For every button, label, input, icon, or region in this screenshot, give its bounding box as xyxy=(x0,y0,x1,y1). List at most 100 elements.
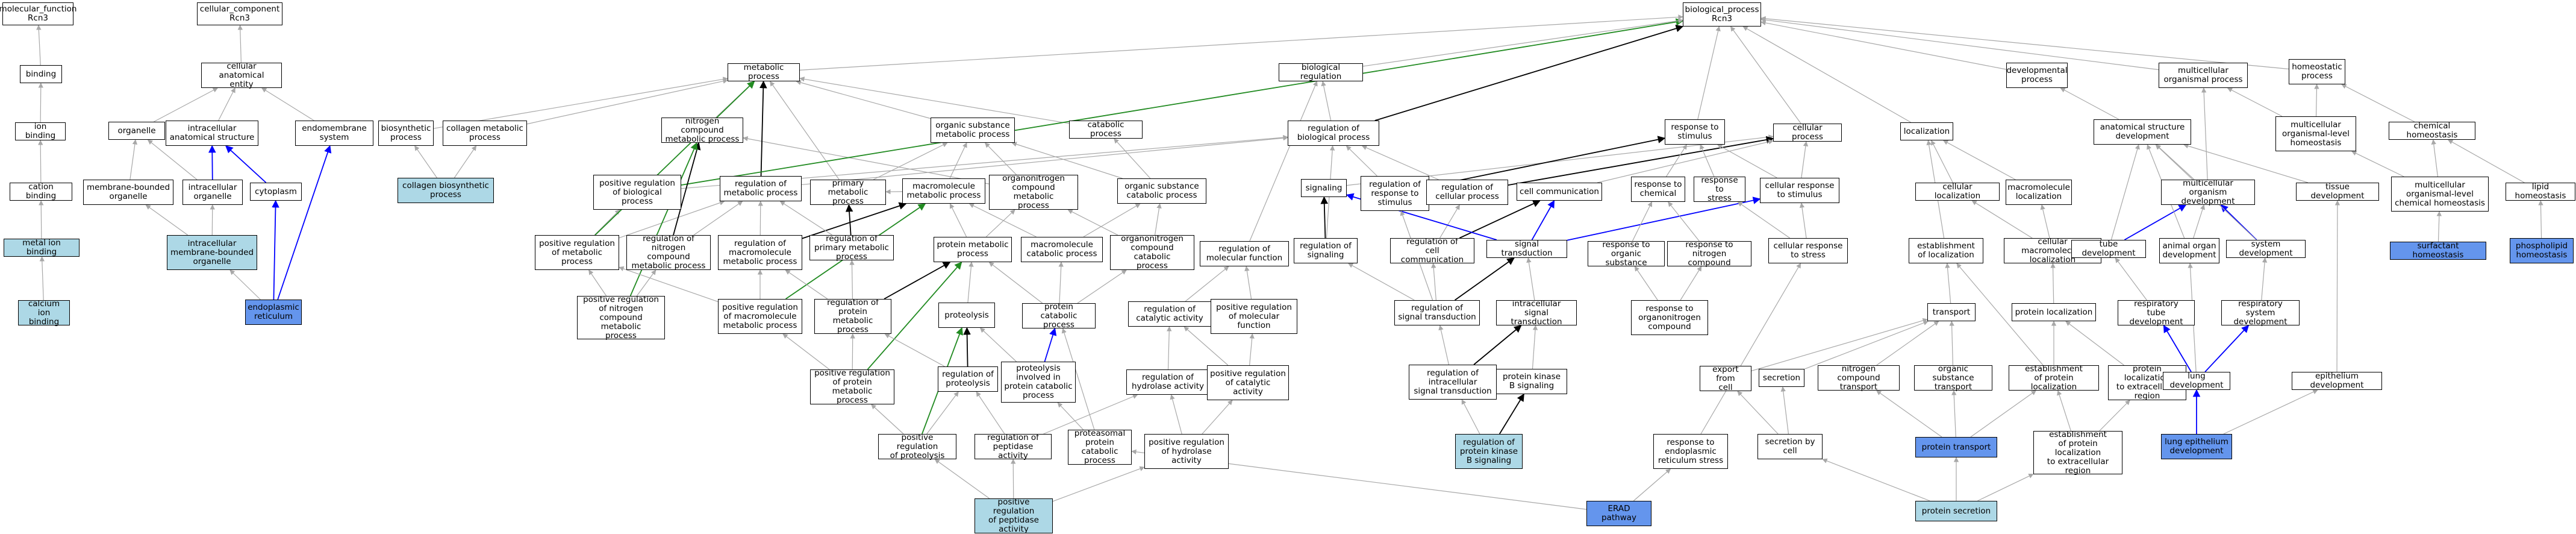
go-term-node: transport xyxy=(1927,303,1976,321)
edge-gray xyxy=(1246,266,1251,299)
go-term-label: developmental process xyxy=(2006,66,2067,84)
edge-gray xyxy=(1701,263,1801,434)
go-term-node: localization xyxy=(1900,122,1953,140)
go-term-node: protein secretion xyxy=(1915,501,1997,521)
go-term-label: positive regulation of protein metabolic… xyxy=(813,369,891,405)
go-term-node: chemical homeostasis xyxy=(2389,122,2475,140)
go-term-label: positive regulation of peptidase activit… xyxy=(978,498,1050,534)
go-term-node: macromolecule catabolic process xyxy=(1021,237,1103,262)
edge-gray xyxy=(1971,391,2036,437)
edge-gray xyxy=(1250,81,1317,241)
go-term-label: response to chemical xyxy=(1634,180,1682,198)
go-term-node: organic substance catabolic process xyxy=(1117,178,1206,204)
edge-gray xyxy=(1013,459,1014,498)
edge-blue xyxy=(226,146,266,183)
go-term-node: collagen metabolic process xyxy=(443,121,527,146)
edge-gray xyxy=(1932,140,1953,183)
go-term-label: cellular_component Rcn3 xyxy=(200,5,279,23)
edge-gray xyxy=(41,201,42,239)
edge-gray xyxy=(1362,146,1439,180)
go-term-label: regulation of intracellular signal trans… xyxy=(1414,369,1491,396)
go-term-label: positive regulation of nitrogen compound… xyxy=(580,295,662,341)
edge-blue xyxy=(273,201,275,300)
edge-gray xyxy=(1944,140,2016,180)
go-term-label: regulation of proteolysis xyxy=(942,370,994,388)
go-term-label: cellular process xyxy=(1776,124,1839,142)
go-term-node: membrane-bounded organelle xyxy=(83,180,173,205)
edge-gray xyxy=(146,205,188,235)
go-term-node: regulation of macromolecule metabolic pr… xyxy=(718,235,802,270)
edge-blue xyxy=(1045,328,1055,362)
edge-gray xyxy=(594,210,620,235)
go-term-node: proteasomal protein catabolic process xyxy=(1068,430,1132,465)
go-term-label: respiratory system development xyxy=(2224,300,2297,327)
edge-gray xyxy=(783,334,829,369)
edge-gray xyxy=(2111,145,2139,240)
edge-gray xyxy=(589,270,607,296)
go-term-label: intracellular membrane-bounded organelle xyxy=(170,239,254,266)
go-term-label: macromolecule localization xyxy=(2007,183,2070,201)
go-term-label: organonitrogen compound metabolic proces… xyxy=(992,174,1075,210)
go-term-node: nitrogen compound metabolic process xyxy=(661,118,743,143)
edge-gray xyxy=(39,25,40,65)
go-term-node: regulation of protein kinase B signaling xyxy=(1455,434,1523,469)
edge-gray xyxy=(1250,334,1253,365)
go-term-label: ERAD pathway xyxy=(1589,504,1648,523)
go-term-node: regulation of response to stimulus xyxy=(1361,176,1429,211)
go-term-node: binding xyxy=(20,65,62,83)
go-term-label: regulation of hydrolase activity xyxy=(1132,373,1204,391)
go-term-label: regulation of biological process xyxy=(1297,124,1370,142)
go-term-label: regulation of primary metabolic process xyxy=(814,234,889,262)
go-term-node: macromolecule localization xyxy=(2006,180,2072,205)
go-term-label: biological_process Rcn3 xyxy=(1685,5,1759,24)
edge-blue xyxy=(278,146,330,300)
go-term-label: multicellular organismal-level chemical … xyxy=(2395,181,2485,208)
edge-gray xyxy=(2115,258,2147,300)
go-term-node: collagen biosynthetic process xyxy=(398,178,494,203)
edge-gray xyxy=(1751,319,1927,371)
go-term-label: establishment of protein localization to… xyxy=(2036,430,2119,476)
go-term-label: biosynthetic process xyxy=(381,124,431,142)
go-term-node: organic substance metabolic process xyxy=(931,118,1015,143)
edge-gray xyxy=(219,88,235,121)
edge-black xyxy=(1375,27,1683,121)
edge-gray xyxy=(1783,387,1789,434)
edge-gray xyxy=(2540,201,2541,238)
go-term-label: lung development xyxy=(2166,372,2227,390)
go-term-label: establishment of localization xyxy=(1917,242,1975,260)
edge-gray xyxy=(154,88,217,122)
edge-gray xyxy=(1532,325,1535,369)
edge-gray xyxy=(1877,321,1939,365)
go-term-node: protein kinase B signaling xyxy=(1496,369,1567,394)
edge-gray xyxy=(885,334,944,366)
go-term-label: collagen metabolic process xyxy=(446,124,523,142)
go-term-node: cytoplasm xyxy=(250,183,302,201)
go-term-label: molecular_function Rcn3 xyxy=(0,5,76,23)
go-term-node: positive regulation of catalytic activit… xyxy=(1207,365,1289,400)
go-term-label: metal ion binding xyxy=(7,239,76,257)
go-term-label: response to endoplasmic reticulum stress xyxy=(1658,438,1723,465)
go-term-node: response to stimulus xyxy=(1665,119,1725,145)
go-term-label: export from cell xyxy=(1703,365,1748,392)
go-term-label: proteolysis xyxy=(944,311,989,320)
edge-green xyxy=(681,21,1683,185)
go-term-label: regulation of signal transduction xyxy=(1398,304,1476,322)
go-term-node: metal ion binding xyxy=(4,239,80,257)
go-term-node: organic substance transport xyxy=(1914,365,1992,391)
go-term-label: cytoplasm xyxy=(255,187,297,196)
go-term-label: response to organic substance xyxy=(1591,240,1662,268)
go-term-node: positive regulation of hydrolase activit… xyxy=(1144,434,1229,469)
go-term-node: regulation of primary metabolic process xyxy=(809,235,894,260)
edge-gray xyxy=(1114,139,1150,178)
go-term-node: regulation of catalytic activity xyxy=(1128,301,1211,327)
go-term-node: regulation of protein metabolic process xyxy=(814,299,891,334)
edge-green xyxy=(631,143,697,296)
go-term-node: intracellular signal transduction xyxy=(1496,300,1577,325)
go-term-label: lipid homeostasis xyxy=(2509,183,2572,201)
go-term-label: positive regulation of biological proces… xyxy=(599,179,675,206)
go-term-node: response to nitrogen compound xyxy=(1667,241,1751,266)
edge-gray xyxy=(2042,205,2050,238)
go-term-label: macromolecule catabolic process xyxy=(1026,240,1097,259)
edge-gray xyxy=(42,257,44,300)
go-term-label: calcium ion binding xyxy=(21,300,67,327)
